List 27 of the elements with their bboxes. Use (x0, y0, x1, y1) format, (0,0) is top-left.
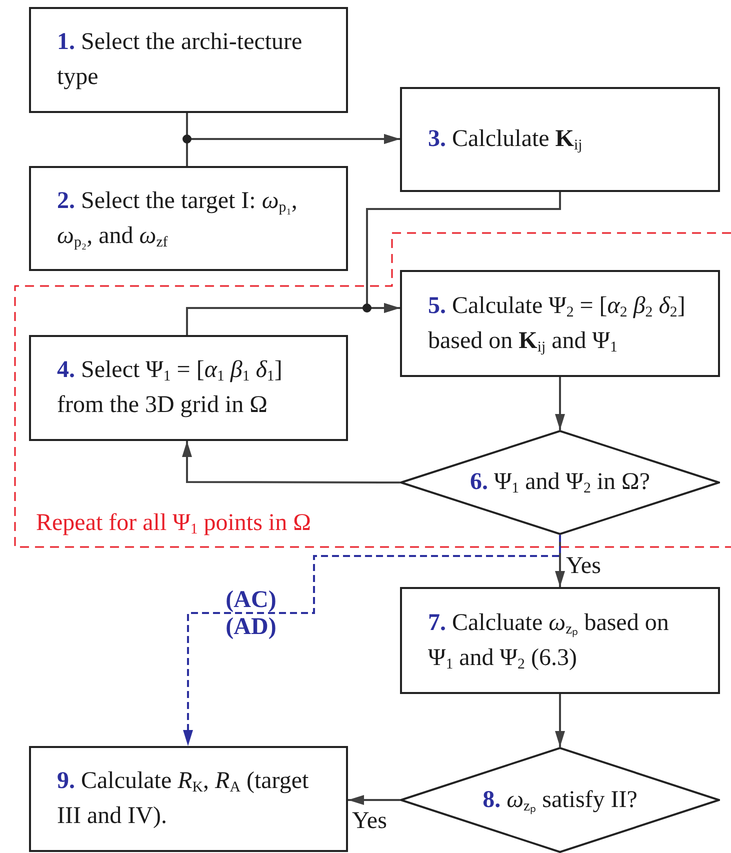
arrow (186, 134, 400, 166)
arrow (183, 535, 561, 746)
process-box (400, 587, 720, 694)
loop-note: Repeat for all Ψ$_{1}$ points in Ω (36, 509, 311, 538)
process-text: 4. Select Ψ$_{1}$ = [α$_{1}$ β$_{1}$ δ$_{1}$] from the 3D grid in Ω (57, 356, 284, 420)
arrow (555, 377, 565, 430)
process-text: 9. Calculate R$_{K}$, R$_{A}$ (target III and IV). (57, 767, 310, 831)
decision-text: 6. Ψ$_{1}$ and Ψ$_{2}$ in Ω? (470, 468, 650, 499)
process-text: 7. Calcluate ω$_{zₚ}$ based on Ψ$_{1}$ and Ψ$_{2}$ (6.3) (428, 608, 670, 674)
arrow (182, 441, 400, 484)
edge-label: (AC) (AD) (224, 587, 278, 641)
process-box (29, 7, 348, 113)
arrow (555, 694, 565, 747)
process-box (400, 270, 720, 377)
process-box (29, 335, 348, 441)
process-text: 5. Calculate Ψ$_{2}$ = [α$_{2}$ β$_{2}$ δ$_{2}$] based on K$_{ij}$ and Ψ$_{1}$ (428, 292, 686, 358)
arrow (348, 795, 400, 805)
process-box (400, 87, 720, 192)
decision-diamond (400, 430, 720, 535)
process-text: 3. Calclulate K$_{ij}$ (428, 125, 582, 156)
process-text: 1. Select the archi-tecture type (57, 28, 304, 92)
process-box (29, 166, 348, 271)
process-text: 2. Select the target I: ω$_{p₁}$, ω$_{p₂}$, and ω$_{zf}$ (57, 186, 298, 252)
process-box (29, 746, 348, 852)
arrow (186, 303, 400, 335)
decision-text: 8. ω$_{zₚ}$ satisfy II? (482, 786, 638, 816)
decision-diamond (400, 747, 720, 853)
